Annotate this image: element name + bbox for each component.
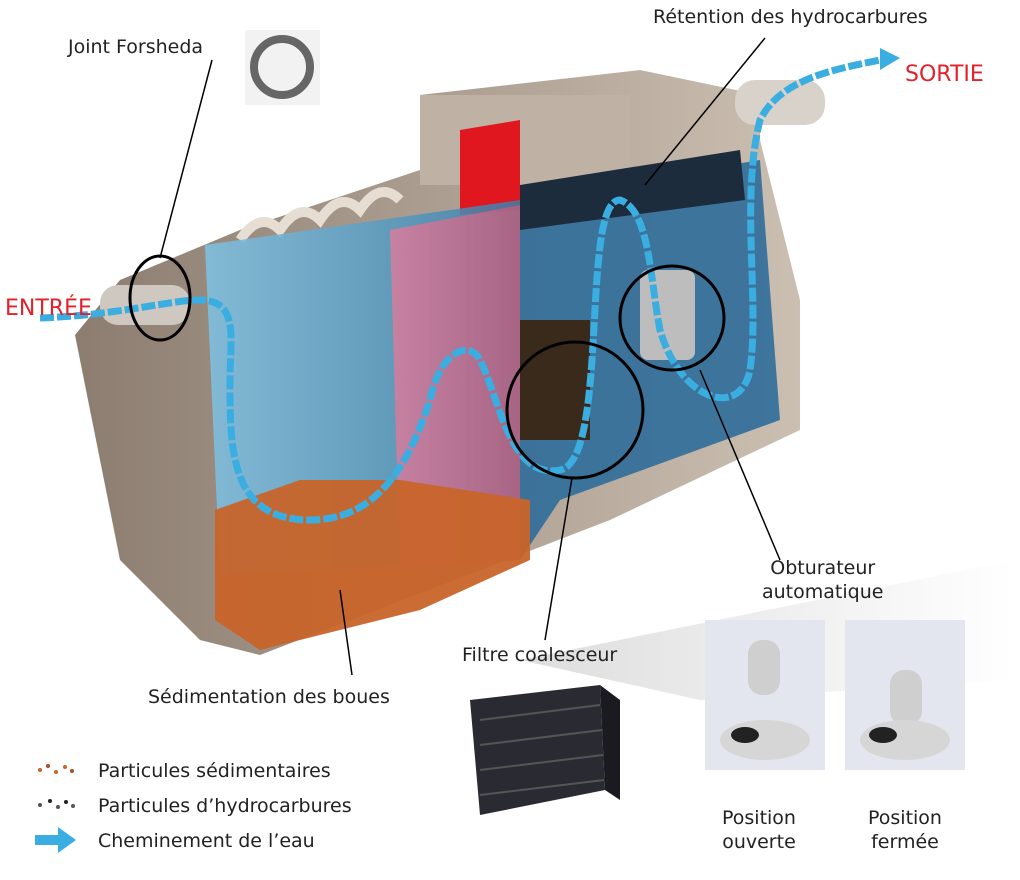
- closed-position-image: [845, 620, 965, 770]
- shutter-highlight-circle: [618, 264, 726, 372]
- red-block: [460, 120, 520, 215]
- outlet-arrow: [880, 48, 900, 70]
- tank: [75, 70, 825, 655]
- position-closed-line1: Position: [868, 807, 942, 829]
- legend-item-sediment: Particules sédimentaires: [98, 760, 331, 782]
- outlet-pipe: [735, 80, 825, 125]
- filter-block: [520, 320, 590, 440]
- label-filtre: Filtre coalesceur: [462, 644, 618, 666]
- label-sedimentation: Sédimentation des boues: [148, 686, 390, 708]
- label-obturateur-line1: Obturateur: [770, 557, 876, 579]
- label-joint: Joint Forsheda: [68, 36, 204, 58]
- open-position-image: [705, 620, 825, 770]
- hydrocarbon-layer: [520, 150, 745, 230]
- label-sortie: SORTIE: [905, 62, 984, 87]
- filter-highlight-circle: [505, 340, 645, 480]
- pink-chamber: [390, 205, 520, 570]
- position-open-line2: ouverte: [722, 831, 796, 853]
- label-obturateur-line2: automatique: [762, 581, 884, 603]
- filter-media-image: [470, 685, 620, 815]
- label-retention: Rétention des hydrocarbures: [653, 6, 928, 28]
- joint-ring-image: [245, 30, 320, 105]
- position-closed-line2: fermée: [871, 831, 939, 853]
- position-open-line1: Position: [722, 807, 796, 829]
- label-position-open: Position ouverte: [722, 806, 796, 854]
- hydrocarbon-particles-icon: [38, 799, 75, 809]
- label-entree: ENTRÉE: [5, 296, 92, 321]
- sludge: [215, 480, 530, 650]
- label-obturateur: Obturateur automatique: [762, 556, 883, 604]
- water-flow-arrow-icon: [35, 827, 76, 853]
- legend-item-hydrocarbon: Particules d’hydrocarbures: [98, 795, 352, 817]
- sediment-particles-icon: [38, 764, 74, 774]
- label-position-closed: Position fermée: [868, 806, 942, 854]
- legend-item-water-flow: Cheminement de l’eau: [98, 830, 315, 852]
